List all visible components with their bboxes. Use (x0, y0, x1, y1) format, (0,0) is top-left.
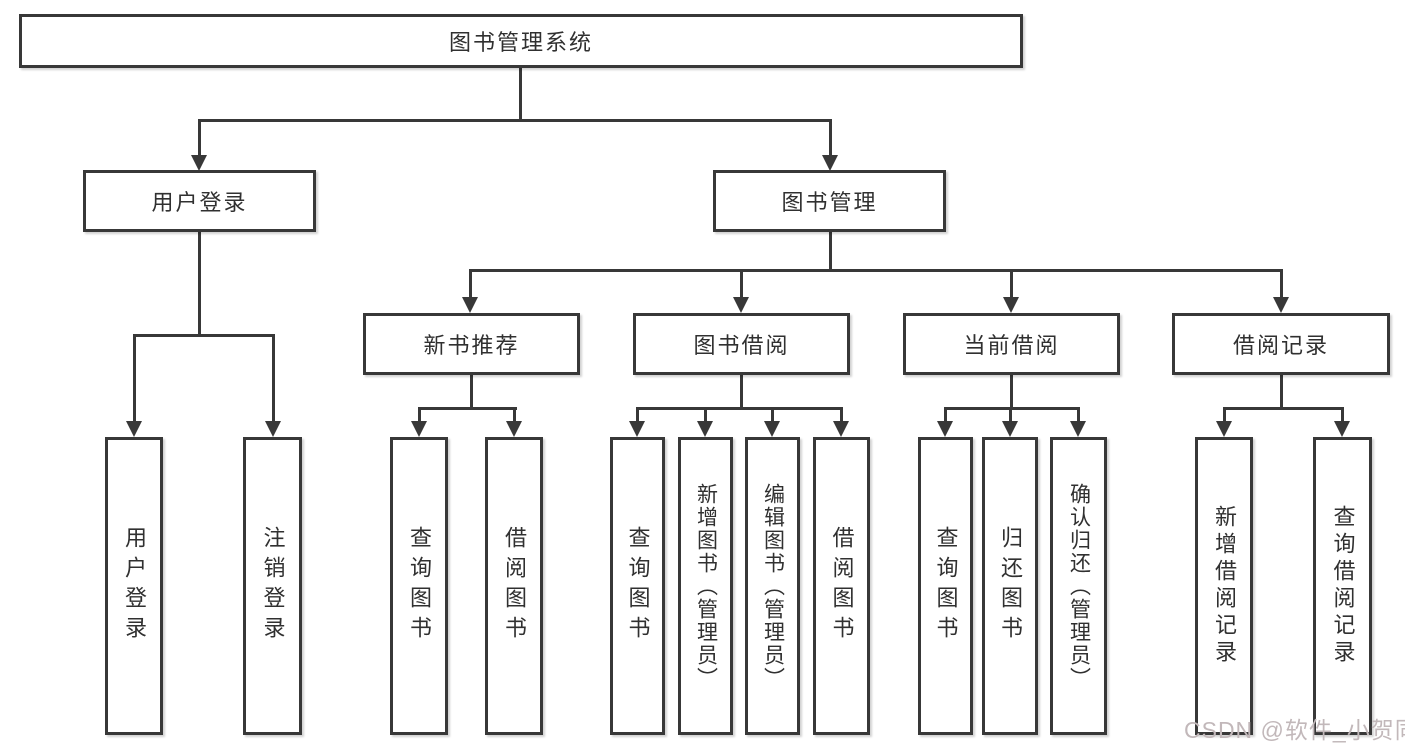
connector-line (133, 334, 275, 337)
leaf-label: 新增图书（管理员） (694, 482, 718, 690)
arrow-down-icon (191, 155, 207, 171)
connector-line (133, 334, 136, 422)
connector-line (829, 119, 832, 156)
arrow-down-icon (822, 155, 838, 171)
connector-line (198, 232, 201, 337)
connector-line (771, 407, 774, 422)
leaf-label: 归还图书 (998, 526, 1023, 646)
connector-line (1009, 407, 1012, 422)
connector-line (198, 119, 832, 122)
leaf-label: 借阅图书 (502, 526, 527, 646)
arrow-down-icon (833, 421, 849, 437)
leaf-return-book: 归还图书 (982, 437, 1038, 735)
leaf-label: 新增借阅记录 (1212, 505, 1237, 667)
node-label: 图书管理 (781, 190, 878, 215)
leaf-add-borrow-record: 新增借阅记录 (1195, 437, 1253, 735)
node-book-management: 图书管理 (713, 170, 946, 232)
leaf-add-book-admin: 新增图书（管理员） (678, 437, 733, 735)
leaf-label: 用户登录 (122, 526, 147, 646)
node-root: 图书管理系统 (19, 14, 1023, 68)
leaf-label: 查询图书 (625, 526, 651, 646)
connector-line (704, 407, 707, 422)
watermark: CSDN @软件_小贺同学 (1184, 717, 1405, 743)
arrow-down-icon (1273, 297, 1289, 313)
connector-line (1341, 407, 1344, 422)
leaf-label: 查询图书 (407, 526, 432, 646)
node-label: 新书推荐 (423, 333, 520, 358)
leaf-user-login: 用户登录 (105, 437, 163, 735)
arrow-down-icon (1216, 421, 1232, 437)
leaf-query-book-current: 查询图书 (918, 437, 973, 735)
node-borrow-record: 借阅记录 (1172, 313, 1390, 375)
leaf-borrow-book-recommend: 借阅图书 (485, 437, 543, 735)
connector-line (1223, 407, 1344, 410)
arrow-down-icon (937, 421, 953, 437)
arrow-down-icon (1070, 421, 1086, 437)
node-label: 当前借阅 (963, 333, 1060, 358)
arrow-down-icon (733, 297, 749, 313)
node-user-login: 用户登录 (83, 170, 316, 232)
leaf-logout: 注销登录 (243, 437, 302, 735)
leaf-confirm-return-admin: 确认归还（管理员） (1050, 437, 1107, 735)
leaf-label: 查询图书 (933, 526, 959, 646)
node-book-borrow: 图书借阅 (633, 313, 850, 375)
arrow-down-icon (697, 421, 713, 437)
connector-line (740, 375, 743, 410)
arrow-down-icon (1002, 421, 1018, 437)
connector-line (469, 269, 1283, 272)
leaf-edit-book-admin: 编辑图书（管理员） (745, 437, 800, 735)
arrow-down-icon (629, 421, 645, 437)
leaf-label: 确认归还（管理员） (1067, 482, 1091, 690)
connector-line (470, 375, 473, 410)
leaf-label: 查询借阅记录 (1330, 505, 1356, 667)
leaf-query-borrow-record: 查询借阅记录 (1313, 437, 1372, 735)
arrow-down-icon (411, 421, 427, 437)
arrow-down-icon (462, 297, 478, 313)
node-label: 图书借阅 (693, 333, 790, 358)
connector-line (840, 407, 843, 422)
connector-line (944, 407, 1080, 410)
connector-line (1280, 375, 1283, 410)
arrow-down-icon (126, 421, 142, 437)
arrow-down-icon (506, 421, 522, 437)
connector-line (1010, 269, 1013, 298)
connector-line (636, 407, 843, 410)
node-label: 借阅记录 (1232, 333, 1329, 358)
leaf-label: 借阅图书 (829, 526, 855, 646)
connector-line (829, 232, 832, 272)
node-new-book-recommend: 新书推荐 (363, 313, 580, 375)
leaf-label: 注销登录 (260, 526, 286, 646)
arrow-down-icon (265, 421, 281, 437)
leaf-query-book-borrow: 查询图书 (610, 437, 665, 735)
node-current-borrow: 当前借阅 (903, 313, 1120, 375)
connector-line (1077, 407, 1080, 422)
connector-line (198, 119, 201, 156)
connector-line (1280, 269, 1283, 298)
connector-line (418, 407, 517, 410)
connector-line (272, 334, 275, 422)
leaf-query-book-recommend: 查询图书 (390, 437, 448, 735)
leaf-label: 编辑图书（管理员） (761, 482, 785, 690)
connector-line (1223, 407, 1226, 422)
connector-line (513, 407, 516, 422)
connector-line (519, 68, 522, 122)
connector-line (469, 269, 472, 298)
connector-line (740, 269, 743, 298)
arrow-down-icon (764, 421, 780, 437)
leaf-borrow-book: 借阅图书 (813, 437, 870, 735)
connector-line (1010, 375, 1013, 410)
connector-line (418, 407, 421, 422)
arrow-down-icon (1334, 421, 1350, 437)
node-label: 用户登录 (151, 190, 248, 215)
arrow-down-icon (1003, 297, 1019, 313)
node-label: 图书管理系统 (448, 30, 593, 55)
connector-line (636, 407, 639, 422)
connector-line (944, 407, 947, 422)
